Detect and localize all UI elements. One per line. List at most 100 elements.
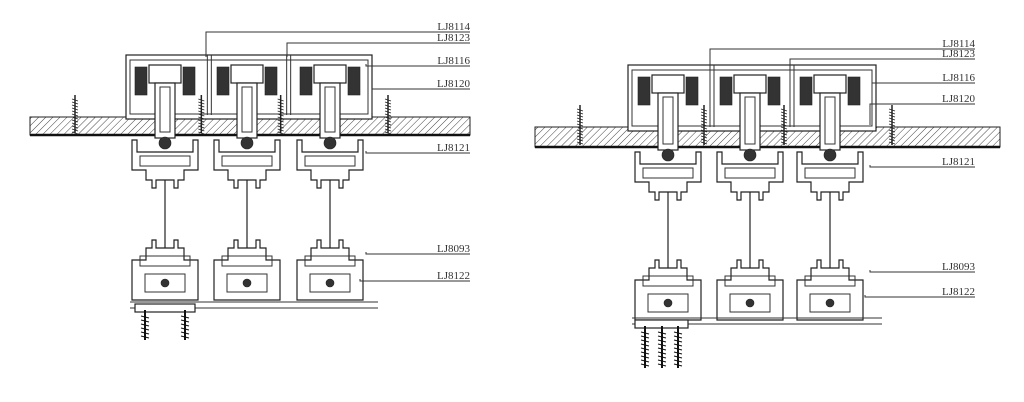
guide-wheel <box>160 278 170 288</box>
screw-thread <box>277 98 284 102</box>
screw-thread <box>640 359 650 363</box>
screw-thread <box>888 123 896 127</box>
part-label: LJ8116 <box>942 72 975 84</box>
hanger-stem <box>154 82 176 139</box>
screw-thread <box>277 104 284 108</box>
part-label: LJ8093 <box>942 261 976 273</box>
roller-right <box>182 66 196 96</box>
bottom-guide <box>144 273 186 293</box>
sliding-panel-unit <box>213 64 281 301</box>
part-label: LJ8114 <box>942 38 975 50</box>
screw-thread <box>640 339 650 343</box>
screw-thread <box>700 135 708 139</box>
screw-thread <box>700 117 708 121</box>
carriage <box>148 64 182 84</box>
upper-sash-profile <box>716 151 784 201</box>
screw-thread <box>180 327 190 331</box>
sliding-panel-unit <box>296 64 364 301</box>
screw-thread <box>700 111 708 115</box>
bearing <box>323 136 337 150</box>
bottom-guide <box>226 273 268 293</box>
part-label: LJ8116 <box>437 55 470 67</box>
roller-left <box>799 76 813 106</box>
lower-sash-inner <box>804 275 856 287</box>
screw-thread <box>71 98 79 102</box>
sliding-panel-unit <box>634 74 702 321</box>
hanger-stem <box>657 92 679 151</box>
screw-thread <box>277 128 284 132</box>
screw-thread <box>640 347 650 351</box>
leader-line <box>709 48 975 67</box>
bearing <box>661 148 675 162</box>
screw-thread <box>384 125 392 129</box>
upper-sash-inner <box>724 167 776 179</box>
lower-sash-profile <box>131 239 199 301</box>
screw-thread <box>780 114 788 118</box>
leader-line <box>205 31 470 57</box>
screw-thread <box>700 132 708 136</box>
screw-thread <box>888 135 896 139</box>
screw-thread <box>180 315 190 319</box>
screw-thread <box>673 347 683 351</box>
part-label: LJ8123 <box>942 48 976 60</box>
screw-thread <box>277 113 284 117</box>
screw-thread <box>277 116 284 120</box>
leader-line <box>365 151 470 154</box>
lower-sash-profile <box>213 239 281 301</box>
roller-right <box>347 66 361 96</box>
screw-thread <box>888 129 896 133</box>
screw-thread <box>780 141 788 145</box>
screw-thread <box>640 335 650 339</box>
screw-thread <box>673 335 683 339</box>
screw-thread <box>657 359 667 363</box>
screw-thread <box>888 132 896 136</box>
screw-thread <box>198 116 205 120</box>
screw-thread <box>384 116 392 120</box>
screw-thread <box>780 132 788 136</box>
screw-thread <box>384 101 392 105</box>
lower-sash-inner <box>139 255 191 267</box>
screw-thread <box>888 114 896 118</box>
screw-thread <box>780 108 788 112</box>
screw-thread <box>640 343 650 347</box>
part-label: LJ8123 <box>437 32 471 44</box>
screw-thread <box>657 343 667 347</box>
screw-thread <box>673 351 683 355</box>
part-label: LJ8122 <box>942 286 975 298</box>
screw-thread <box>384 113 392 117</box>
screw-thread <box>277 110 284 114</box>
lower-sash-inner <box>304 255 356 267</box>
screw-thread <box>576 120 584 124</box>
screw-thread <box>888 141 896 145</box>
upper-sash-profile <box>213 139 281 189</box>
screw-thread <box>888 126 896 130</box>
hanger-inner <box>241 86 253 133</box>
screw-thread <box>657 351 667 355</box>
bearing <box>158 136 172 150</box>
screw-thread <box>673 363 683 367</box>
screw-thread <box>198 125 205 129</box>
sliding-panel-unit <box>716 74 784 321</box>
screw-thread <box>277 125 284 129</box>
carriage <box>651 74 685 94</box>
screw-thread <box>140 319 150 323</box>
screw-thread <box>888 138 896 142</box>
carriage <box>733 74 767 94</box>
screw-thread <box>180 335 190 339</box>
screw-thread <box>780 117 788 121</box>
screw-thread <box>140 323 150 327</box>
screw-thread <box>576 108 584 112</box>
leader-line <box>869 270 975 273</box>
screw-thread <box>277 122 284 126</box>
screw-thread <box>673 331 683 335</box>
screw-thread <box>700 138 708 142</box>
screw-thread <box>576 123 584 127</box>
leader-line <box>869 165 975 168</box>
part-label: LJ8121 <box>942 156 975 168</box>
screw-thread <box>71 116 79 120</box>
screw-thread <box>700 141 708 145</box>
leader-line <box>789 58 975 67</box>
screw-thread <box>576 129 584 133</box>
screw-thread <box>657 335 667 339</box>
